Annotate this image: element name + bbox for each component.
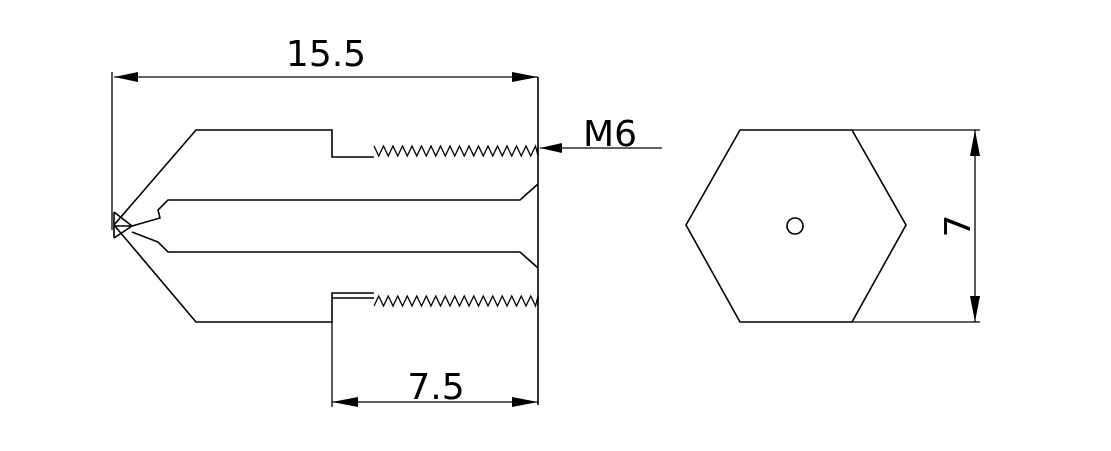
arrow-down-icon — [970, 296, 980, 322]
hexagon-outline — [685, 129, 907, 323]
orifice-circle — [786, 217, 804, 235]
dimension-overall-length: 15.5 — [111, 34, 538, 230]
internal-bore-upper — [131, 183, 539, 227]
arrow-left-icon — [540, 143, 562, 153]
thread-teeth-top — [373, 144, 539, 158]
arrow-right-icon — [512, 397, 538, 407]
arrow-left-icon — [332, 397, 358, 407]
thread-teeth-bottom — [373, 294, 539, 308]
nozzle-tip-orifice — [113, 211, 134, 239]
arrow-right-icon — [512, 72, 538, 82]
thread-size-label: M6 — [583, 114, 637, 155]
hex-size-label: 7 — [938, 215, 979, 238]
arrow-left-icon — [114, 72, 138, 82]
nozzle-outer-outline — [113, 129, 374, 323]
nozzle-end-view: 7 — [685, 129, 980, 323]
dimension-thread-length: 7.5 — [331, 322, 538, 408]
nozzle-side-view — [113, 77, 539, 405]
internal-bore-lower — [131, 231, 539, 269]
overall-length-label: 15.5 — [286, 34, 366, 75]
arrow-up-icon — [970, 130, 980, 156]
thread-length-label: 7.5 — [407, 367, 464, 408]
thread-callout: M6 — [540, 114, 662, 155]
